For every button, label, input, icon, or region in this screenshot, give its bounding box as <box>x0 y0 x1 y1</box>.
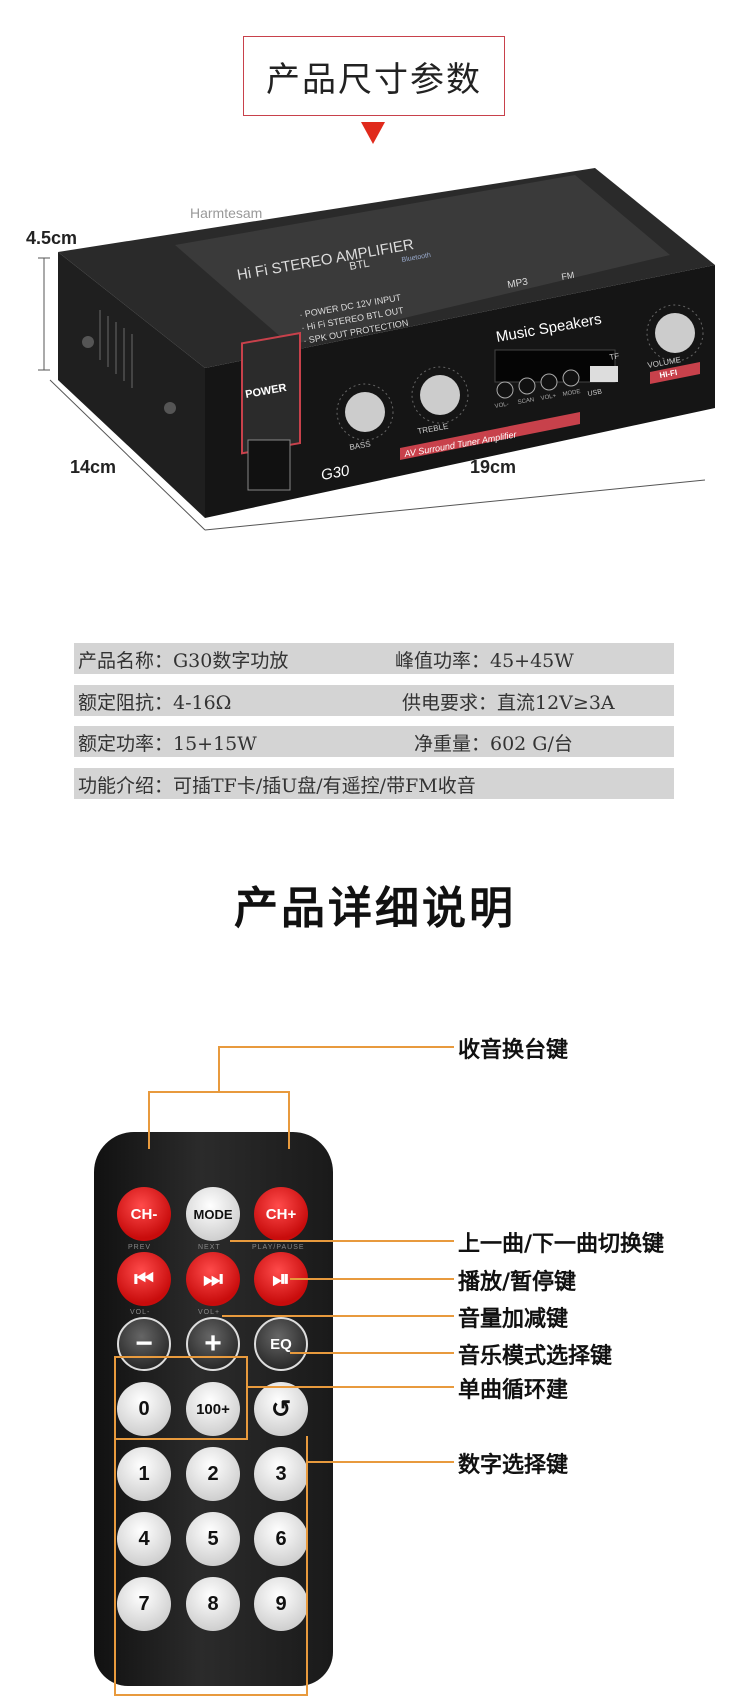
prev-sub-label: PREV <box>128 1244 152 1251</box>
digit-2-button[interactable]: 2 <box>186 1447 240 1501</box>
amp-model-label: G30 <box>320 462 352 484</box>
digit-8-button[interactable]: 8 <box>186 1577 240 1631</box>
callout-line <box>148 1091 290 1093</box>
callout-line <box>222 1315 454 1317</box>
amp-bass-label: BASS <box>349 439 372 452</box>
eq-button[interactable]: EQ <box>254 1317 308 1371</box>
amp-button-label-3: MODE <box>562 389 581 398</box>
dim-width-label: 19cm <box>470 457 517 477</box>
size-section-title: 产品尺寸参数 <box>266 59 482 100</box>
digit-6-button[interactable]: 6 <box>254 1512 308 1566</box>
volume-up-button[interactable]: + <box>186 1317 240 1371</box>
digit-1-button[interactable]: 1 <box>117 1447 171 1501</box>
vol-minus-sub-label: VOL- <box>130 1309 151 1316</box>
spec-row: 额定阻抗：4-16Ω 供电要求：直流12V≥3A <box>74 685 674 716</box>
mode-button[interactable]: MODE <box>186 1187 240 1241</box>
callout-play-pause: 播放/暂停键 <box>458 1270 577 1295</box>
spec-left: 额定功率：15+15W <box>78 733 257 755</box>
digit-0-button[interactable]: 0 <box>117 1382 171 1436</box>
callout-line <box>230 1240 454 1242</box>
remote-control: CH- MODE CH+ PREV NEXT PLAY/PAUSE ⏮ ⏭ ⏯ … <box>94 1132 333 1686</box>
amp-mp3-badge: MP3 <box>507 276 530 290</box>
digit-3-button[interactable]: 3 <box>254 1447 308 1501</box>
callout-prev-next: 上一曲/下一曲切换键 <box>458 1232 665 1257</box>
callout-line <box>290 1352 454 1354</box>
spec-row: 产品名称：G30数字功放 峰值功率：45+45W <box>74 643 674 674</box>
volume-down-button[interactable]: − <box>117 1317 171 1371</box>
spec-left: 功能介绍：可插TF卡/插U盘/有遥控/带FM收音 <box>78 775 476 797</box>
callout-numbers: 数字选择键 <box>458 1453 569 1478</box>
down-arrow-icon <box>361 122 385 144</box>
digit-9-button[interactable]: 9 <box>254 1577 308 1631</box>
callout-eq: 音乐模式选择键 <box>458 1344 613 1369</box>
prev-track-icon[interactable]: ⏮ <box>117 1252 171 1306</box>
amp-button-label-1: SCAN <box>517 397 534 406</box>
repeat-icon[interactable]: ↺ <box>254 1382 308 1436</box>
detail-section-title: 产品详细说明 <box>234 883 516 934</box>
callout-line <box>218 1046 220 1092</box>
callout-line <box>148 1091 150 1149</box>
digit-7-button[interactable]: 7 <box>117 1577 171 1631</box>
amp-usb-label: USB <box>587 389 603 398</box>
amp-hifi-badge: HI-FI <box>659 368 678 380</box>
vol-plus-sub-label: VOL+ <box>198 1309 221 1316</box>
callout-line <box>288 1091 290 1149</box>
number-group-box <box>114 1356 248 1440</box>
spec-right: 峰值功率：45+45W <box>395 650 574 672</box>
ch-minus-button[interactable]: CH- <box>117 1187 171 1241</box>
dim-depth-label: 14cm <box>70 457 117 477</box>
spec-row: 功能介绍：可插TF卡/插U盘/有遥控/带FM收音 <box>74 768 674 799</box>
amp-fm-badge: FM <box>561 270 576 282</box>
amplifier-image: Hi Fi STEREO AMPLIFIER · POWER DC 12V IN… <box>38 168 715 531</box>
callout-line <box>308 1461 454 1463</box>
dim-height-label: 4.5cm <box>26 228 78 248</box>
play-pause-sub-label: PLAY/PAUSE <box>252 1244 305 1251</box>
ch-plus-button[interactable]: CH+ <box>254 1187 308 1241</box>
number-group-box <box>114 1436 308 1696</box>
callout-line <box>290 1278 454 1280</box>
callout-line <box>248 1386 454 1388</box>
spec-row: 额定功率：15+15W 净重量：602 G/台 <box>74 726 674 757</box>
next-sub-label: NEXT <box>198 1244 221 1251</box>
spec-right: 净重量：602 G/台 <box>414 733 573 755</box>
callout-volume: 音量加减键 <box>458 1307 569 1332</box>
size-title-box: 产品尺寸参数 <box>243 36 505 116</box>
amp-tf-label: TF <box>609 351 620 362</box>
callout-channel: 收音换台键 <box>458 1038 569 1063</box>
spec-right: 供电要求：直流12V≥3A <box>402 692 615 714</box>
callout-line <box>218 1046 454 1048</box>
amp-button-label-2: VOL+ <box>540 393 557 402</box>
spec-left: 产品名称：G30数字功放 <box>78 650 289 672</box>
amp-btl-badge: BTL <box>348 258 370 273</box>
spec-left: 额定阻抗：4-16Ω <box>78 692 232 714</box>
next-track-icon[interactable]: ⏭ <box>186 1252 240 1306</box>
amp-button-label-0: VOL- <box>494 402 509 410</box>
brand-watermark: Harmtesam <box>190 205 262 221</box>
callout-repeat: 单曲循环建 <box>458 1378 569 1403</box>
digit-4-button[interactable]: 4 <box>117 1512 171 1566</box>
digit-5-button[interactable]: 5 <box>186 1512 240 1566</box>
digit-100-plus-button[interactable]: 100+ <box>186 1382 240 1436</box>
